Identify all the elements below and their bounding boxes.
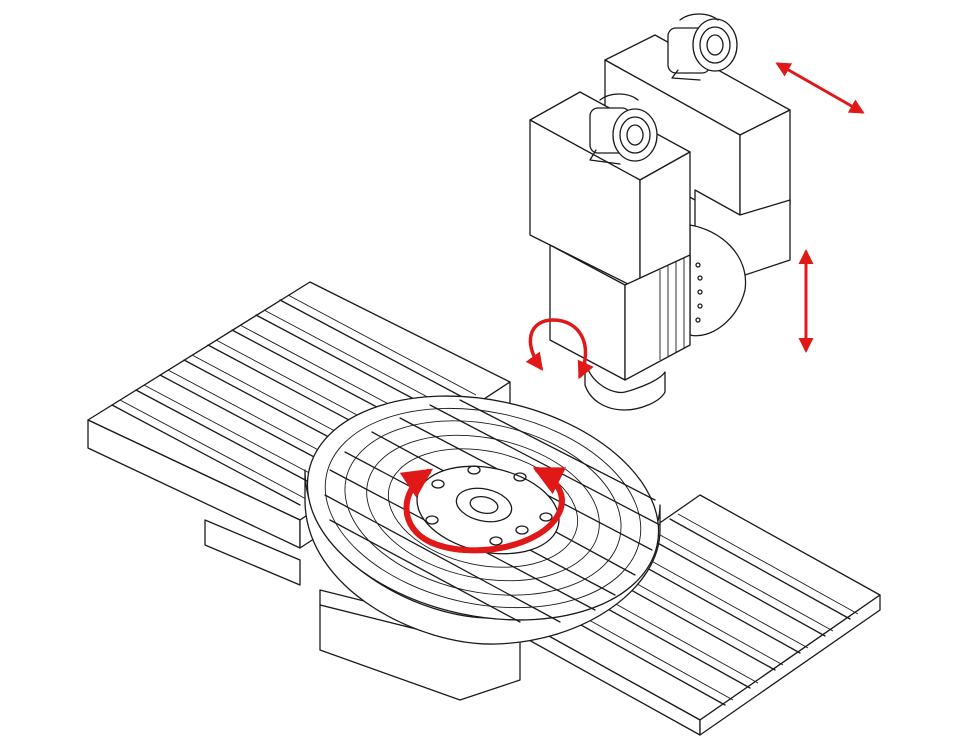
upper-spindle-motor-icon xyxy=(667,13,738,81)
linear-horizontal-axis-arrow xyxy=(775,62,865,114)
right-table-extension xyxy=(519,494,881,736)
motion-arrows xyxy=(399,62,865,554)
spindle-rotation-arrow xyxy=(525,318,594,380)
lower-spindle-motor-icon xyxy=(589,93,658,165)
table-rotation-arrow xyxy=(399,467,567,554)
lower-spindle-head xyxy=(529,91,703,411)
spindle-fins xyxy=(659,258,685,360)
head-side-holes xyxy=(695,262,703,323)
